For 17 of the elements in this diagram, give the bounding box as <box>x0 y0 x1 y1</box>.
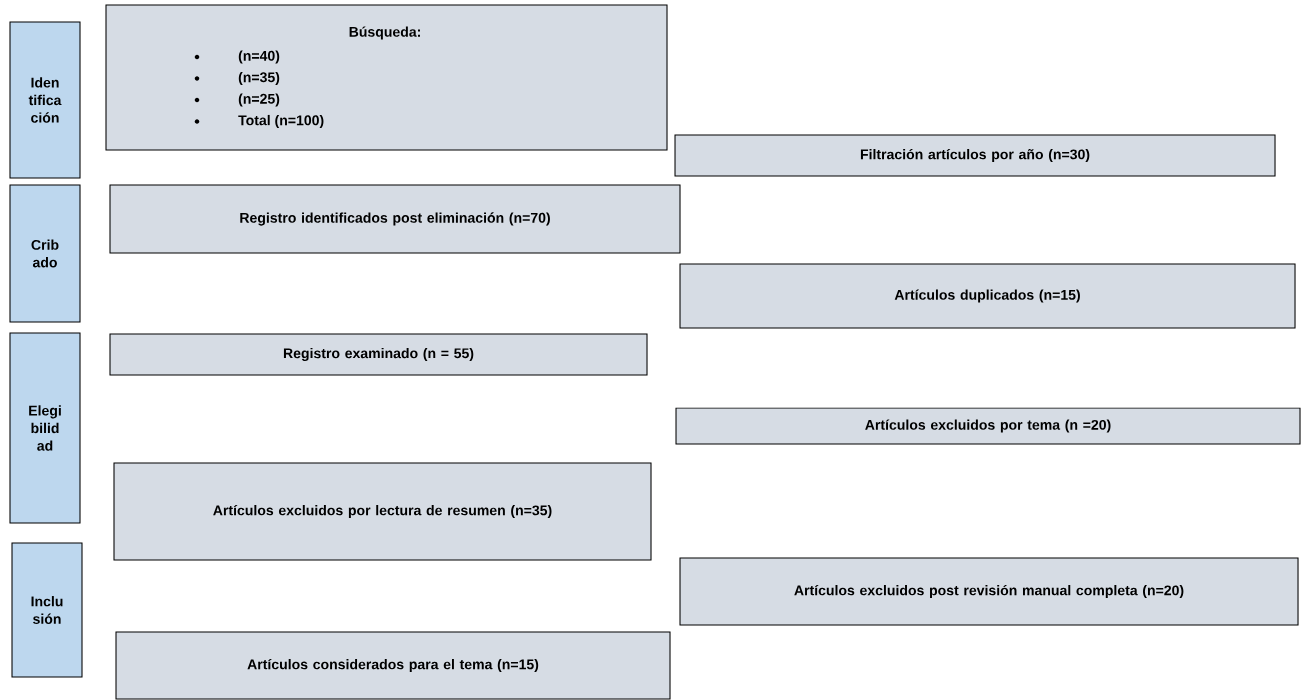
process-box: Artículos considerados para el tema (n=15) <box>115 631 671 700</box>
process-box: Registro examinado (n = 55) <box>109 333 648 376</box>
phase-box: Elegi bilid ad <box>9 332 81 524</box>
process-box: Filtración artículos por año (n=30) <box>674 134 1276 177</box>
process-box: Artículos excluidos por lectura de resumen (n=35) <box>113 462 652 561</box>
process-box: Artículos excluidos por tema (n =20) <box>675 407 1301 445</box>
phase-box: Crib ado <box>9 184 81 323</box>
phase-box: Inclu sión <box>11 542 83 678</box>
process-box: Registro identificados post eliminación (n=70) <box>109 184 681 254</box>
process-box: Artículos duplicados (n=15) <box>679 263 1296 329</box>
process-box: Artículos excluidos post revisión manual completa (n=20) <box>679 557 1299 626</box>
list-item: (n=35) <box>194 71 280 86</box>
phase-box: Iden tifica ción <box>9 21 81 179</box>
heading: Búsqueda: <box>349 26 420 40</box>
list-item: Total (n=100) <box>194 114 324 129</box>
list-item: (n=40) <box>194 50 280 64</box>
list-item: (n=25) <box>194 93 280 107</box>
